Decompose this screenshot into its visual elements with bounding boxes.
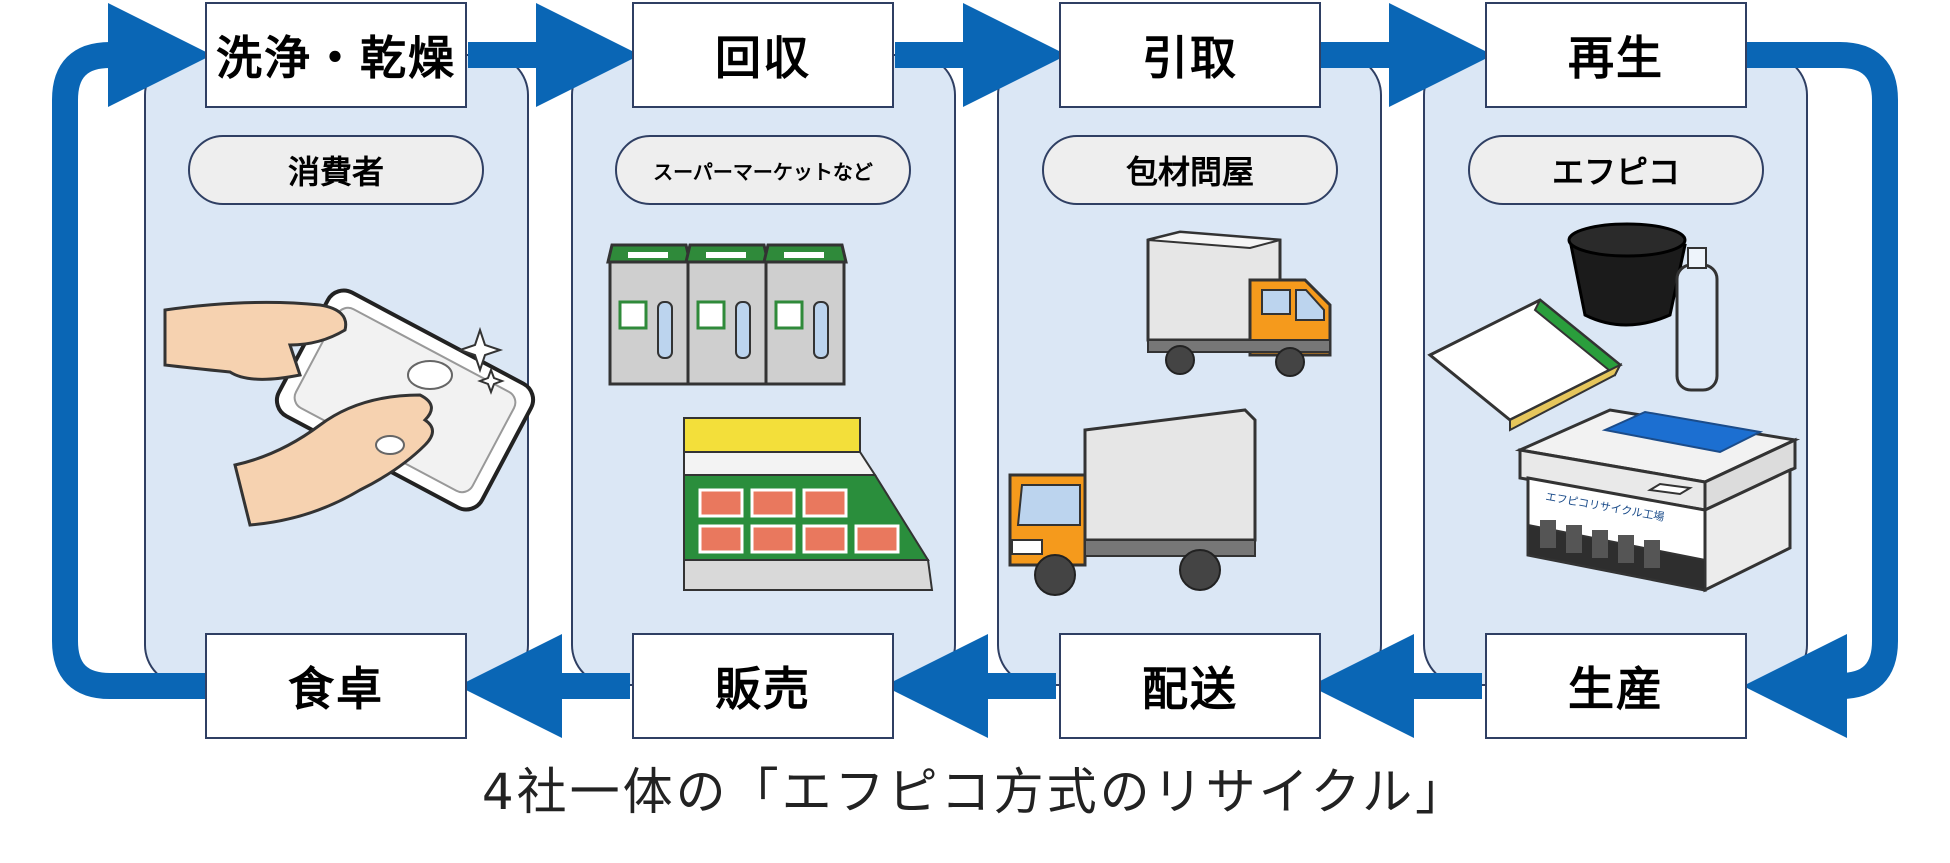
recycling-bins-illustration: [606, 243, 848, 386]
small-truck-illustration: [1146, 230, 1332, 377]
actor-supermarket: スーパーマーケットなど: [615, 135, 911, 205]
step-recycle: 再生: [1485, 2, 1747, 108]
loop-right-arrow: [1743, 42, 1898, 738]
factory-illustration: エフピコリサイクル工場: [1514, 408, 1801, 593]
step-production: 生産: [1485, 633, 1747, 739]
step-dining-table: 食卓: [205, 633, 467, 739]
diagram-caption: 4社一体の「エフピコ方式のリサイクル」: [481, 763, 1469, 821]
step-wash-dry: 洗浄・乾燥: [205, 2, 467, 108]
actor-consumer: 消費者: [188, 135, 484, 205]
step-collect: 回収: [632, 2, 894, 108]
step-delivery: 配送: [1059, 633, 1321, 739]
actor-wholesaler: 包材問屋: [1042, 135, 1338, 205]
step-sale: 販売: [632, 633, 894, 739]
recycled-products-illustration: [1427, 222, 1719, 432]
step-pickup: 引取: [1059, 2, 1321, 108]
actor-efpico: エフピコ: [1468, 135, 1764, 205]
large-truck-illustration: [1008, 408, 1257, 596]
hands-washing-tray-illustration: [163, 288, 536, 527]
loop-left-arrow: [52, 3, 212, 699]
food-counter-illustration: [683, 417, 934, 591]
